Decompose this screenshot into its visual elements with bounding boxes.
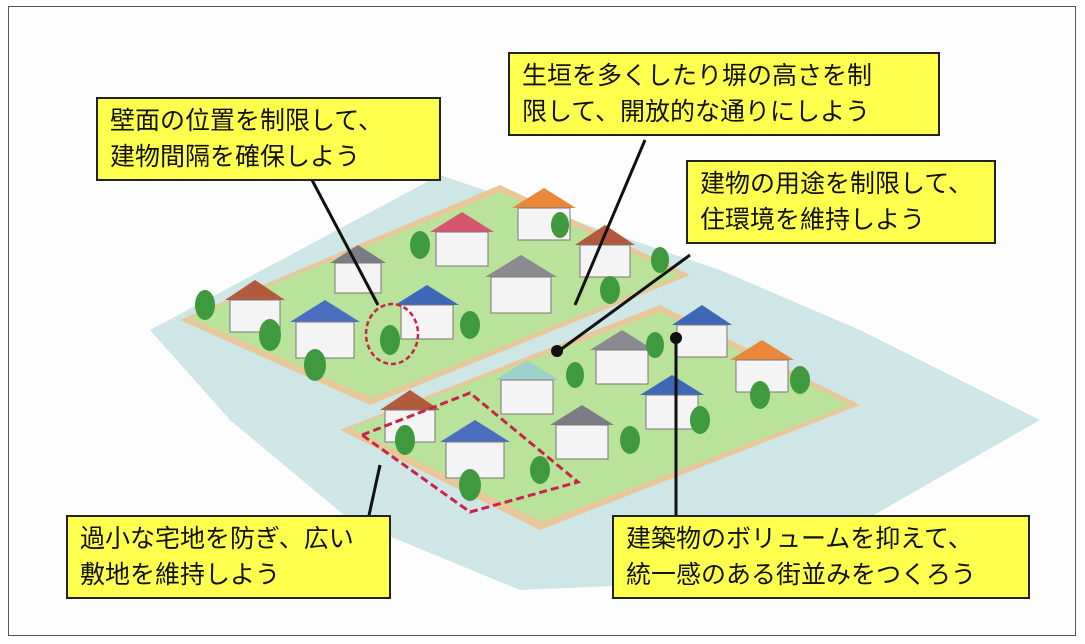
- trees: [195, 212, 810, 501]
- callout-line: 敷地を維持しよう: [80, 560, 281, 589]
- leader-lines: [310, 139, 691, 521]
- callout-line: 建物間隔を確保しよう: [110, 142, 361, 171]
- house: [550, 405, 614, 460]
- callout-line: 生垣を多くしたり塀の高さを制: [522, 61, 873, 90]
- house: [485, 255, 557, 314]
- leader-dot: [551, 345, 563, 357]
- callout-volume: 建築物のボリュームを抑えて、 統一感のある街並みをつくろう: [612, 515, 1030, 599]
- callout-line: 建物の用途を制限して、: [700, 169, 974, 198]
- callout-wall-position: 壁面の位置を制限して、 建物間隔を確保しよう: [96, 97, 441, 181]
- house: [672, 305, 732, 358]
- house: [430, 212, 494, 267]
- leader-dot: [670, 332, 682, 344]
- callout-line: 過小な宅地を防ぎ、広い: [80, 524, 354, 553]
- callout-lot-size: 過小な宅地を防ぎ、広い 敷地を維持しよう: [66, 515, 391, 599]
- house: [395, 285, 459, 340]
- house: [590, 330, 654, 385]
- callout-line: 住環境を維持しよう: [700, 205, 926, 234]
- house: [495, 360, 559, 415]
- callout-line: 限して、開放的な通りにしよう: [522, 97, 871, 126]
- spacing-highlight-circle: [364, 302, 420, 366]
- callout-building-use: 建物の用途を制限して、 住環境を維持しよう: [686, 160, 996, 244]
- callout-line: 統一感のある街並みをつくろう: [626, 560, 977, 589]
- callout-hedge-fence: 生垣を多くしたり塀の高さを制 限して、開放的な通りにしよう: [508, 52, 940, 136]
- callout-line: 壁面の位置を制限して、: [110, 106, 384, 135]
- house: [330, 245, 386, 294]
- lot-highlight-outline: [358, 391, 582, 514]
- house: [290, 300, 360, 359]
- callout-line: 建築物のボリュームを抑えて、: [626, 524, 973, 553]
